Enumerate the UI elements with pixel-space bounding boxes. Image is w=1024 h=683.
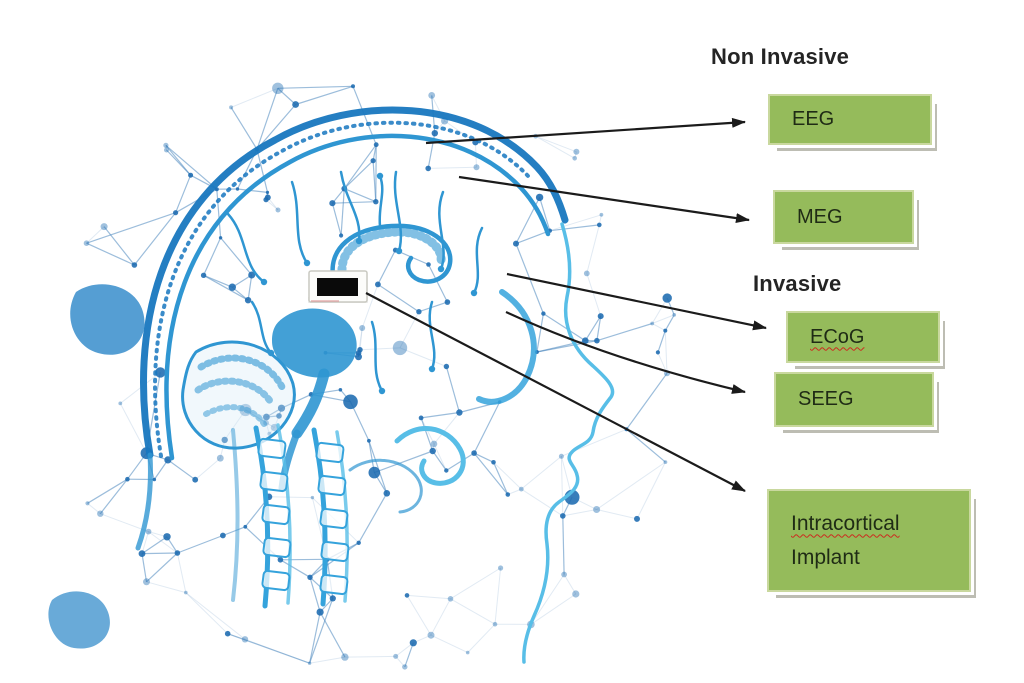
box-eeg: EEG [768, 94, 932, 145]
lower-brain-fold [348, 458, 423, 514]
arrow-to-ecog [506, 272, 767, 331]
arrow-to-meg [458, 175, 750, 224]
cerebellum-folds-3 [203, 404, 267, 427]
box-meg: MEG [773, 190, 914, 244]
skull-stitch-dots [153, 120, 531, 458]
face-profile [522, 222, 615, 664]
arrow-to-seeg [505, 311, 746, 394]
heading-invasive: Invasive [753, 271, 842, 296]
occipital-blob [70, 284, 145, 355]
box-intracortical-label-line2: Implant [791, 545, 860, 569]
corpus-callosum [330, 223, 453, 284]
neuron-branches [226, 170, 484, 395]
box-ecog-label: ECoG [810, 325, 865, 348]
box-intracortical-implant: Intracortical Implant [767, 489, 971, 592]
arrow-to-intracortical_implant [365, 292, 746, 492]
vertebrae-blocks [257, 437, 350, 596]
heading-non-invasive: Non Invasive [711, 44, 850, 69]
cerebellum-folds-2 [194, 377, 276, 408]
box-ecog: ECoG [786, 311, 940, 363]
box-seeg: SEEG [774, 372, 934, 427]
box-meg-label: MEG [797, 205, 843, 228]
skull-outline-inner [164, 133, 551, 461]
brain-head-art [48, 106, 615, 664]
thalamus-blob [272, 308, 357, 378]
nape-line [135, 452, 153, 551]
arrow-connectors [365, 117, 767, 492]
implant-chip [308, 270, 368, 303]
brainstem [291, 368, 330, 439]
box-intracortical-label-line1: Intracortical [791, 511, 900, 535]
chip-screen [317, 278, 358, 296]
lower-left-blob [48, 591, 110, 649]
box-seeg-label: SEEG [798, 388, 854, 410]
temporal-curve [476, 289, 537, 405]
box-eeg-label: EEG [792, 108, 835, 130]
skull-outline-outer [140, 106, 569, 459]
network-mesh [83, 82, 677, 670]
spine [231, 423, 350, 609]
cerebellum-folds [197, 354, 287, 393]
arrow-to-eeg [425, 117, 746, 145]
corpus-callosum-comb [337, 227, 446, 275]
hippocampus-squiggle [394, 426, 466, 486]
